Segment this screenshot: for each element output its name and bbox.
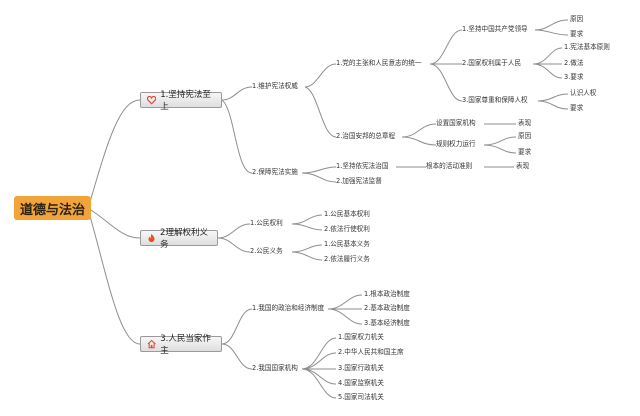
topic-node[interactable]: 2.我国国家机构 [252, 364, 298, 372]
topic-node[interactable]: 1.我国的政治和经济制度 [252, 304, 325, 312]
topic-node[interactable]: 2.国家权利属于人民 [462, 59, 522, 67]
branch-node-uphold-constitution[interactable]: 1.坚持宪法至上 [140, 90, 222, 112]
leaf-node[interactable]: 表现 [518, 119, 532, 127]
branch-label: 1.坚持宪法至上 [160, 90, 211, 112]
root-node[interactable]: 道德与法治 [14, 196, 91, 220]
topic-node[interactable]: 1.公民权利 [250, 219, 283, 227]
topic-node[interactable]: 规则权力运行 [436, 140, 476, 148]
topic-node[interactable]: 2.保障宪法实施 [252, 168, 298, 176]
leaf-node[interactable]: 1.国家权力机关 [338, 333, 384, 341]
leaf-node[interactable]: 3.国家行政机关 [338, 364, 384, 372]
leaf-node[interactable]: 2.中华人民共和国主席 [338, 348, 404, 356]
leaf-node[interactable]: 2.基本政治制度 [364, 304, 410, 312]
heart-icon [147, 95, 157, 105]
branch-node-rights-duties[interactable]: 2理解权利义务 [140, 228, 218, 250]
leaf-node[interactable]: 2.依法行使权利 [324, 225, 370, 233]
topic-node[interactable]: 2.加强宪法监督 [336, 177, 382, 185]
fire-icon [148, 233, 155, 243]
leaf-node[interactable]: 要求 [518, 148, 532, 156]
topic-node[interactable]: 1.坚持依宪法治国 [336, 162, 389, 170]
branch-label: 3.人民当家作主 [160, 334, 211, 356]
topic-node[interactable]: 根本的活动准则 [426, 162, 473, 170]
leaf-node[interactable]: 3.基本经济制度 [364, 319, 410, 327]
leaf-node[interactable]: 4.国家监察机关 [338, 379, 384, 387]
leaf-node[interactable]: 2.依法履行义务 [324, 255, 370, 263]
leaf-node[interactable]: 原因 [518, 132, 532, 140]
leaf-node[interactable]: 要求 [570, 104, 584, 112]
leaf-node[interactable]: 原因 [570, 15, 584, 23]
topic-node[interactable]: 2.公民义务 [250, 247, 283, 255]
topic-node[interactable]: 1.坚持中国共产党领导 [462, 25, 528, 33]
leaf-node[interactable]: 要求 [570, 30, 584, 38]
home-icon [147, 339, 156, 349]
topic-node[interactable]: 1.维护宪法权威 [252, 82, 298, 90]
leaf-node[interactable]: 2.做法 [564, 59, 584, 67]
leaf-node[interactable]: 3.要求 [564, 73, 584, 81]
leaf-node[interactable]: 1.公民基本权利 [324, 210, 370, 218]
leaf-node[interactable]: 认识人权 [570, 89, 597, 97]
leaf-node[interactable]: 5.国家司法机关 [338, 393, 384, 401]
branch-label: 2理解权利义务 [160, 228, 208, 250]
topic-node[interactable]: 设置国家机构 [436, 119, 476, 127]
topic-node[interactable]: 2.治国安邦的总章程 [336, 132, 396, 140]
leaf-node[interactable]: 1.根本政治制度 [364, 290, 410, 298]
leaf-node[interactable]: 1.宪法基本原则 [564, 43, 610, 51]
topic-node[interactable]: 1.党的主张和人民意志的统一 [336, 59, 422, 67]
leaf-node[interactable]: 1.公民基本义务 [324, 240, 370, 248]
branch-node-people-masters[interactable]: 3.人民当家作主 [140, 334, 222, 356]
topic-node[interactable]: 3.国家尊重和保障人权 [462, 96, 528, 104]
leaf-node[interactable]: 表现 [516, 162, 530, 170]
